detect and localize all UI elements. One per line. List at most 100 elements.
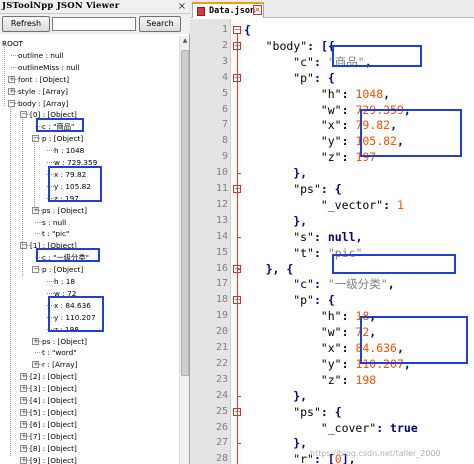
collapse-icon[interactable]: − [20, 110, 27, 119]
tree-node[interactable]: +ps : [Object] [0, 205, 178, 216]
code-token: }, { [265, 261, 294, 276]
code-token: : { [313, 293, 335, 308]
tree-node[interactable]: −p : [Object] [0, 264, 178, 275]
tree-node-label: z : 198 [54, 324, 79, 334]
code-token: 197 [355, 150, 377, 165]
tree-node-label: s : null [42, 217, 67, 227]
expand-icon[interactable]: + [20, 396, 27, 404]
tab-close-icon[interactable]: × [253, 5, 262, 15]
code-token: : [313, 277, 328, 292]
line-number: 19 [215, 310, 228, 322]
expand-icon[interactable]: + [32, 336, 39, 345]
expand-icon[interactable]: + [20, 443, 27, 452]
collapse-icon[interactable]: − [32, 265, 39, 274]
fold-toggle-icon[interactable]: − [233, 25, 241, 34]
code-token: "z" [320, 372, 342, 387]
scroll-up-arrow-icon[interactable]: ▲ [182, 37, 188, 44]
code-token: 1 [396, 197, 404, 212]
code-line: "w": 729.359, [321, 102, 411, 118]
refresh-button[interactable]: Refresh [2, 16, 50, 32]
expand-icon[interactable]: + [32, 205, 39, 214]
code-line: "_cover": true [321, 420, 418, 436]
code-line: "z": 198 [321, 372, 376, 388]
code-line: "w": 72, [321, 324, 376, 340]
tree-node[interactable]: +ps : [Object] [0, 336, 178, 347]
tree-node[interactable]: y : 105.82 [0, 181, 178, 192]
tree-node[interactable]: h : 1048 [0, 145, 178, 156]
tree-node[interactable]: w : 72 [0, 288, 178, 299]
expand-icon[interactable]: + [8, 74, 15, 83]
collapse-icon[interactable]: − [8, 98, 15, 107]
tree-node[interactable]: +font : [Object] [0, 74, 178, 85]
tree-node[interactable]: x : 79.82 [0, 169, 178, 180]
expand-icon[interactable]: + [20, 431, 27, 440]
tab-data-json[interactable]: Data.json × [192, 2, 264, 18]
code-area[interactable]: {"body": [{"c": "商品","p": {"h": 1048,"w"… [244, 19, 474, 464]
expand-icon[interactable]: + [8, 86, 15, 95]
tree-connector [11, 54, 18, 56]
tree-node[interactable]: −p : [Object] [0, 133, 178, 144]
code-token: 0 [334, 452, 342, 464]
code-token: "p" [293, 293, 314, 308]
tree-node[interactable]: +[3] : [Object] [0, 383, 178, 394]
tree-node[interactable]: c : "一级分类" [0, 252, 178, 263]
code-token: 72 [355, 325, 370, 340]
tree-node[interactable]: h : 18 [0, 276, 178, 287]
tree-node[interactable]: −[1] : [Object] [0, 240, 178, 251]
code-token: : [341, 341, 356, 355]
tree-node[interactable]: +[6] : [Object] [0, 419, 178, 430]
collapse-icon[interactable]: − [32, 134, 39, 143]
tree-node[interactable]: +r : [Array] [0, 359, 178, 370]
code-token: : [341, 134, 356, 149]
tree-node[interactable]: outline : null [0, 50, 178, 61]
fold-margin[interactable] [230, 19, 242, 464]
line-number: 18 [215, 294, 228, 306]
tree-node[interactable]: +[4] : [Object] [0, 395, 178, 406]
tree-node[interactable]: +[9] : [Object] [0, 455, 178, 464]
code-token: "x" [320, 118, 342, 133]
tree-node[interactable]: w : 729.359 [0, 157, 178, 168]
tree-node[interactable]: −body : [Array] [0, 98, 178, 109]
scroll-thumb[interactable] [181, 50, 189, 376]
code-token: { [244, 23, 251, 37]
close-icon[interactable]: × [177, 1, 187, 12]
tree-node[interactable]: z : 198 [0, 324, 178, 335]
code-token: : [341, 86, 356, 101]
tree-node[interactable]: outlineMiss : null [0, 62, 178, 73]
tree-node[interactable]: +[5] : [Object] [0, 407, 178, 418]
tree-node-label: font : [Object] [18, 74, 70, 84]
code-token: "一级分类" [327, 277, 388, 292]
tree-node[interactable]: +[8] : [Object] [0, 443, 178, 454]
collapse-icon[interactable]: − [20, 241, 27, 250]
code-token: null [327, 229, 356, 244]
tree-node[interactable]: t : "word" [0, 347, 178, 358]
code-token: : [341, 356, 356, 371]
tree-node[interactable]: −[0] : [Object] [0, 109, 178, 120]
tree-node[interactable]: x : 84.636 [0, 300, 178, 311]
code-token: : [313, 229, 328, 244]
tree-node[interactable]: s : null [0, 217, 178, 228]
search-button[interactable]: Search [139, 16, 181, 32]
tree-node[interactable]: z : 197 [0, 193, 178, 204]
expand-icon[interactable]: + [20, 407, 27, 416]
tree-node[interactable]: t : "pic" [0, 228, 178, 239]
tree-node[interactable]: +style : [Array] [0, 86, 178, 97]
search-input[interactable] [52, 17, 136, 31]
tree-node[interactable]: y : 110.207 [0, 312, 178, 323]
expand-icon[interactable]: + [20, 455, 27, 464]
tree-node[interactable]: +[2] : [Object] [0, 371, 178, 382]
code-line: "r": [0], [293, 451, 355, 464]
expand-icon[interactable]: + [20, 419, 27, 428]
tree-node[interactable]: ROOT [0, 38, 178, 49]
expand-icon[interactable]: + [20, 384, 27, 393]
tree-scrollbar[interactable]: ▲ [179, 36, 189, 464]
expand-icon[interactable]: + [20, 372, 27, 381]
fold-end-mark [237, 236, 241, 238]
expand-icon[interactable]: + [32, 360, 39, 369]
code-token: : [341, 102, 356, 117]
tree-node[interactable]: c : "商品" [0, 121, 178, 132]
tree-node[interactable]: +[7] : [Object] [0, 431, 178, 442]
tree-node-label: w : 729.359 [54, 158, 98, 167]
